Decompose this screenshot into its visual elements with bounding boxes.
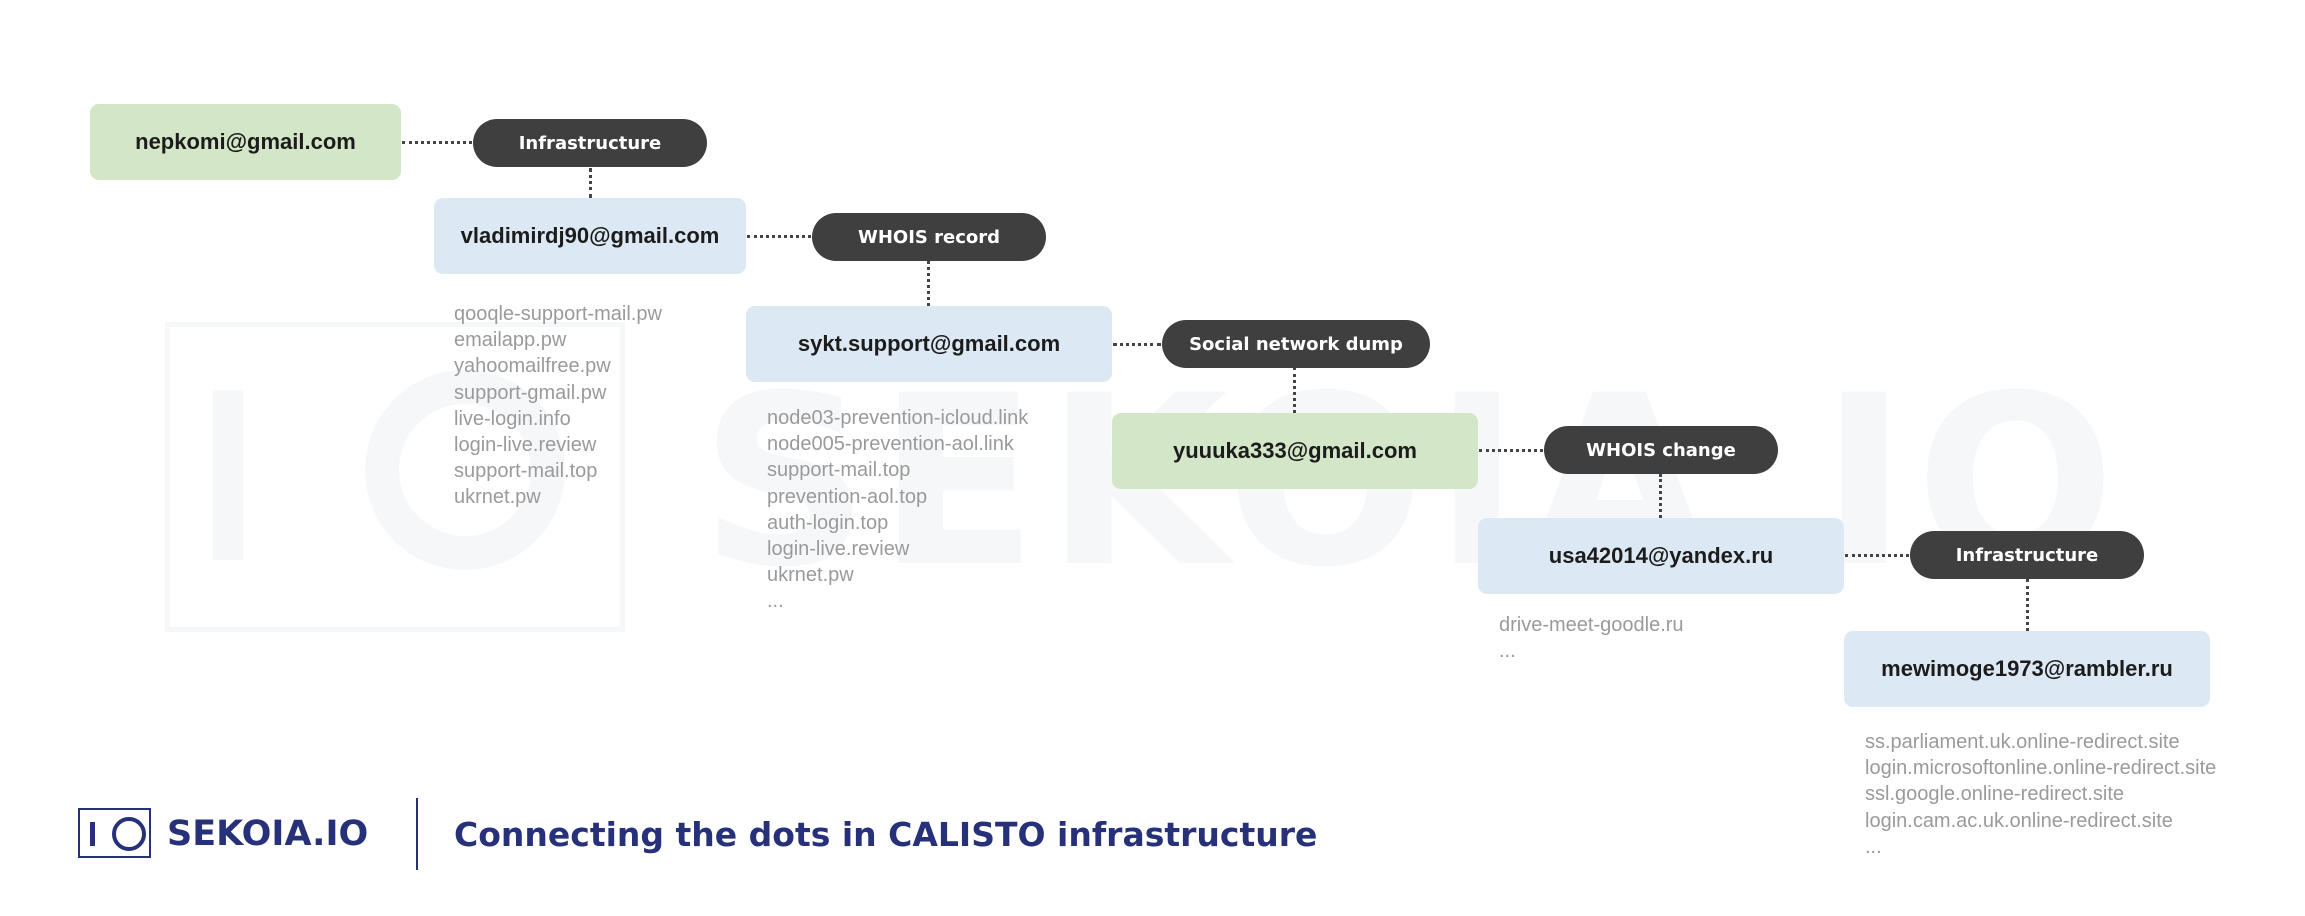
domain-item: auth-login.top — [767, 511, 889, 534]
logo-ring-icon — [112, 817, 146, 851]
domain-item: ss.parliament.uk.online-redirect.site — [1865, 731, 2180, 753]
brand-logo-mark — [78, 808, 151, 858]
domain-item: login-live.review — [767, 538, 910, 561]
relation-pill-infrastructure-2: Infrastructure — [1910, 531, 2144, 579]
email-node-mewimoge1973: mewimoge1973@rambler.ru — [1844, 631, 2210, 707]
domain-list-usa42014: drive-meet-goodle.ru ... — [1499, 612, 1684, 664]
watermark-logo-box — [165, 322, 625, 632]
relation-pill-whois-change: WHOIS change — [1544, 426, 1778, 474]
email-node-usa42014: usa42014@yandex.ru — [1478, 518, 1844, 594]
domain-item: qooqle-support-mail.pw — [454, 303, 662, 325]
domain-item: yahoomailfree.pw — [454, 355, 611, 378]
domain-item: support-mail.top — [454, 460, 598, 483]
domain-item: support-gmail.pw — [454, 381, 607, 404]
domain-item: ukrnet.pw — [767, 564, 854, 587]
domain-list-mewimoge1973: ss.parliament.uk.online-redirect.site lo… — [1865, 729, 2216, 860]
domain-item: login.cam.ac.uk.online-redirect.site — [1865, 809, 2173, 832]
connector-rel2-email3 — [927, 261, 930, 306]
relation-pill-infrastructure-1: Infrastructure — [473, 119, 707, 167]
connector-email2-rel2 — [747, 235, 811, 238]
domain-list-vladimirdj90: qooqle-support-mail.pw emailapp.pw yahoo… — [454, 301, 662, 511]
email-node-nepkomi: nepkomi@gmail.com — [90, 104, 401, 180]
email-node-vladimirdj90: vladimirdj90@gmail.com — [434, 198, 746, 274]
connector-email4-rel4 — [1479, 449, 1543, 452]
domain-list-sykt-support: node03-prevention-icloud.link node005-pr… — [767, 405, 1028, 615]
domain-item: ukrnet.pw — [454, 486, 541, 509]
connector-email1-rel1 — [402, 141, 472, 144]
connector-rel3-email4 — [1293, 367, 1296, 413]
domain-item: prevention-aol.top — [767, 485, 928, 508]
brand-name: SEKOIA.IO — [167, 814, 369, 854]
domain-item: live-login.info — [454, 407, 571, 430]
email-node-yuuuka333: yuuuka333@gmail.com — [1112, 413, 1478, 489]
domain-item: ... — [1865, 835, 1882, 858]
domain-item: login-live.review — [454, 434, 597, 457]
connector-rel4-email5 — [1659, 474, 1662, 518]
watermark-logo-bar — [213, 390, 243, 560]
domain-item: emailapp.pw — [454, 329, 567, 352]
domain-item: login.microsoftonline.online-redirect.si… — [1865, 757, 2217, 780]
domain-item: ssl.google.online-redirect.site — [1865, 783, 2125, 806]
relation-pill-whois-record: WHOIS record — [812, 213, 1046, 261]
connector-rel1-email2 — [589, 168, 592, 198]
footer-divider — [416, 798, 418, 870]
domain-item: drive-meet-goodle.ru — [1499, 614, 1684, 636]
domain-item: ... — [1499, 640, 1516, 663]
logo-bar-icon — [90, 822, 95, 846]
relation-pill-social-network-dump: Social network dump — [1162, 320, 1430, 368]
domain-item: node03-prevention-icloud.link — [767, 407, 1029, 429]
email-node-sykt-support: sykt.support@gmail.com — [746, 306, 1112, 382]
connector-email5-rel5 — [1845, 554, 1909, 557]
footer-tagline: Connecting the dots in CALISTO infrastru… — [454, 815, 1318, 854]
connector-email3-rel3 — [1113, 343, 1161, 346]
connector-rel5-email6 — [2026, 579, 2029, 631]
domain-item: node005-prevention-aol.link — [767, 433, 1014, 456]
domain-item: support-mail.top — [767, 459, 911, 482]
domain-item: ... — [767, 590, 784, 613]
